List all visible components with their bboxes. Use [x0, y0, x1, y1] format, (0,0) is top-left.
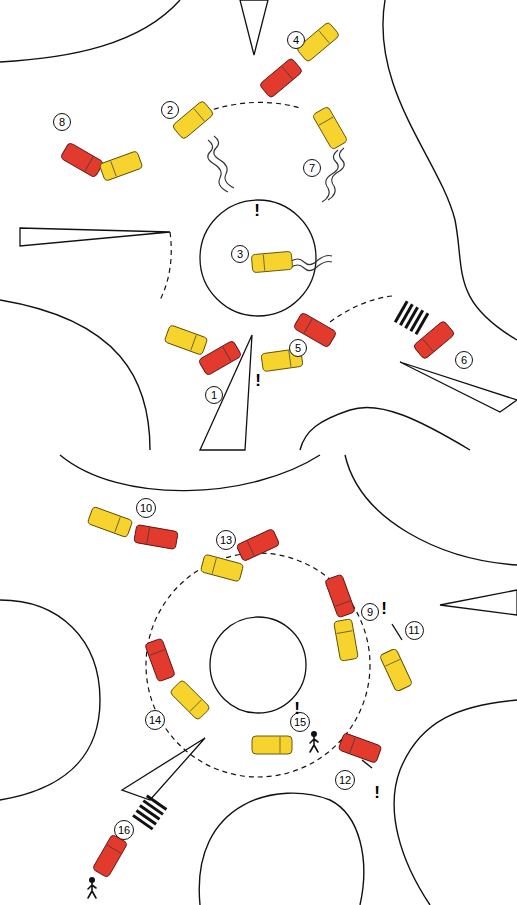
callout-text: 15 [294, 717, 306, 728]
callout-number: 9 [361, 603, 379, 621]
top-roundabout [0, 0, 517, 450]
callout-text: 1 [211, 390, 217, 401]
callout-number: 6 [455, 351, 473, 369]
callout-number: 10 [136, 498, 156, 518]
callout-text: 5 [295, 343, 301, 354]
warning-mark: ! [374, 784, 380, 801]
callout-number: 13 [216, 530, 236, 550]
callout-text: 4 [293, 35, 299, 46]
callout-text: 16 [118, 825, 130, 836]
callout-text: 3 [237, 249, 243, 260]
callout-text: 2 [167, 105, 173, 116]
callout-text: 14 [149, 715, 161, 726]
callout-number: 8 [53, 113, 71, 131]
callout-text: 6 [461, 355, 467, 366]
callout-number: 11 [405, 621, 424, 640]
warning-mark: ! [255, 372, 261, 389]
bottom-roundabout [0, 455, 517, 905]
callout-number: 16 [114, 820, 134, 840]
callout-text: 9 [367, 607, 373, 618]
warning-mark: ! [381, 600, 387, 617]
callout-number: 15 [290, 712, 310, 732]
warning-mark: ! [254, 202, 260, 219]
callout-text: 10 [140, 503, 152, 514]
callout-text: 13 [220, 535, 232, 546]
callout-number: 5 [289, 339, 307, 357]
callout-text: 12 [339, 775, 351, 786]
callout-text: 8 [59, 117, 65, 128]
callout-text: 11 [408, 625, 419, 636]
callout-number: 3 [231, 245, 249, 263]
callout-number: 4 [287, 31, 305, 49]
callout-number: 7 [303, 159, 321, 177]
callout-number: 1 [205, 386, 223, 404]
callout-number: 12 [335, 770, 355, 790]
warning-mark: ! [294, 700, 300, 717]
callout-text: 7 [309, 163, 315, 174]
callout-number: 2 [161, 101, 179, 119]
callout-number: 14 [145, 710, 165, 730]
